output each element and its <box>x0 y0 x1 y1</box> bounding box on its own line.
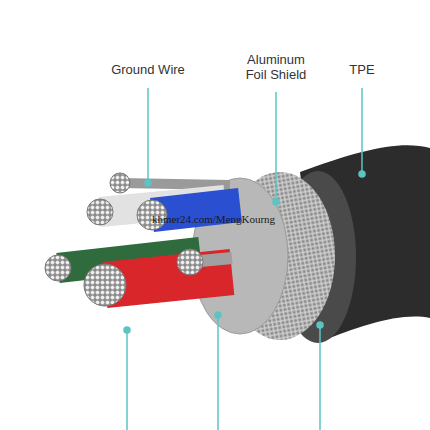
part-label: Aluminum Foil Shield <box>236 52 316 82</box>
part-label: Ground Wire <box>98 62 198 77</box>
ground-wire <box>120 183 230 185</box>
strand-end <box>177 249 203 275</box>
strand-end <box>45 255 71 281</box>
leader-lines <box>124 88 365 430</box>
strand-end <box>87 199 113 225</box>
strand-end <box>84 264 126 306</box>
watermark: khmer24.com/MengKourng <box>152 213 275 225</box>
strand-end <box>110 173 130 193</box>
part-label: TPE <box>342 62 382 77</box>
